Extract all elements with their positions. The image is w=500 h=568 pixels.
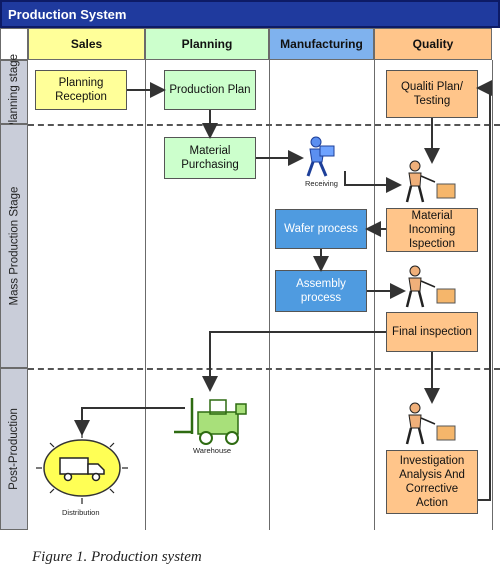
warehouse-label: Warehouse (193, 446, 232, 455)
receiving-worker-icon (306, 136, 335, 177)
stage-separator-2 (28, 368, 500, 370)
lane-header-sales: Sales (28, 28, 145, 60)
stage-label-planning: Planning stage (0, 54, 28, 130)
stage-mass-text: Mass Production Stage (8, 186, 20, 306)
lane-divider-planning-manufacturing (269, 60, 270, 530)
inspector-icon-2 (405, 265, 456, 308)
arrow-receiving-to-inspector (344, 171, 402, 193)
investigation-box: Investigation Analysis And Corrective Ac… (386, 450, 478, 514)
material-incoming-box: Material Incoming Ispection (386, 208, 478, 252)
stage-label-mass: Mass Production Stage (0, 124, 28, 368)
wafer-process-box: Wafer process (275, 209, 367, 249)
stage-label-post: Post-Production (0, 368, 28, 530)
forklift-icon (174, 398, 247, 445)
stage-separator-1 (28, 124, 500, 126)
lane-divider-right (492, 60, 493, 530)
receiving-label: Receiving (305, 179, 338, 188)
stage-post-text: Post-Production (8, 408, 21, 490)
arrow-warehouse-to-distribution (74, 407, 185, 436)
material-purchasing-box: Material Purchasing (164, 137, 256, 179)
inspector-icon-1 (405, 160, 456, 203)
arrow-final-to-warehouse (202, 331, 386, 392)
production-plan-box: Production Plan (164, 70, 256, 110)
lane-header-quality: Quality (374, 28, 492, 60)
lane-header-manufacturing: Manufacturing (269, 28, 374, 60)
qualiti-plan-box: Qualiti Plan/ Testing (386, 70, 478, 118)
diagram-title: Production System (0, 0, 500, 28)
lane-divider-sales-planning (145, 60, 146, 530)
header-corner (0, 28, 28, 60)
planning-reception-box: Planning Reception (35, 70, 127, 110)
lane-header-planning: Planning (145, 28, 269, 60)
arrow-investigation-to-qualiti (476, 80, 492, 501)
stage-planning-text: Planning stage (8, 53, 20, 131)
production-system-diagram: Production System Sales Planning Manufac… (0, 0, 500, 530)
distribution-truck-icon (36, 432, 128, 504)
inspector-icon-3 (405, 402, 456, 445)
assembly-process-box: Assembly process (275, 270, 367, 312)
lane-divider-manufacturing-quality (374, 60, 375, 530)
distribution-label: Distribution (62, 508, 100, 517)
figure-caption: Figure 1. Production system (32, 549, 202, 565)
final-inspection-box: Final inspection (386, 312, 478, 352)
